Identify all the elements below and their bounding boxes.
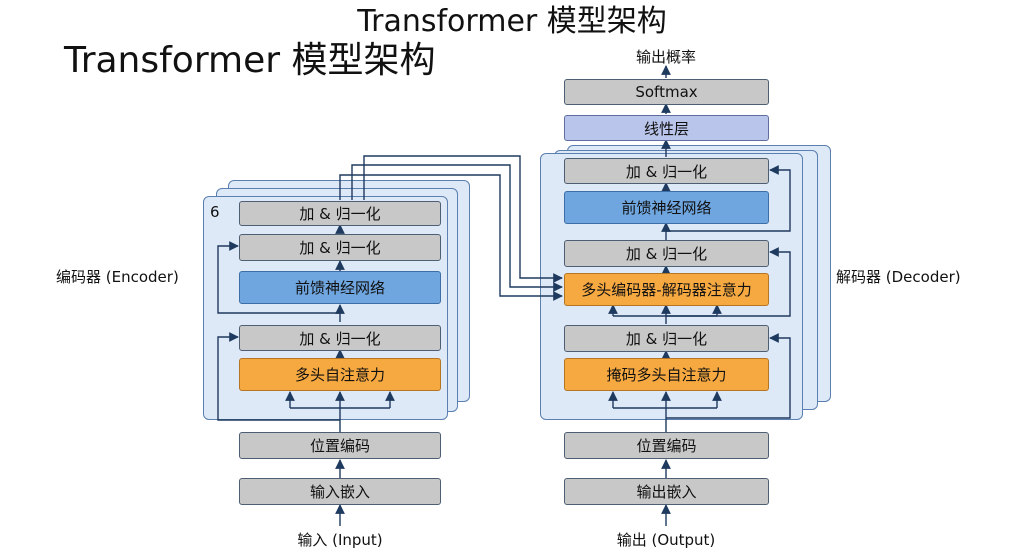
encoder-feed-forward-network: 前馈神经网络 (239, 271, 441, 304)
decoder-output-label: 输出 (Output) (616, 531, 716, 549)
encoder-add-norm-ffn: 加 & 归一化 (239, 234, 441, 261)
decoder-add-norm-top: 加 & 归一化 (564, 158, 769, 184)
encoder-positional-encoding: 位置编码 (239, 432, 441, 459)
decoder-softmax: Softmax (564, 79, 769, 105)
encoder-add-norm-top: 加 & 归一化 (239, 201, 441, 226)
encoder-side-label: 编码器 (Encoder) (56, 268, 179, 286)
encoder-add-norm-attention: 加 & 归一化 (239, 325, 441, 351)
encoder-input-label: 输入 (Input) (297, 531, 383, 549)
encoder-multi-head-self-attention: 多头自注意力 (239, 358, 441, 391)
decoder-feed-forward-network: 前馈神经网络 (564, 191, 769, 224)
diagram-title-main: Transformer 模型架构 (64, 40, 436, 81)
encoder-layer-count: 6 (210, 203, 220, 221)
encoder-input-embedding: 输入嵌入 (239, 478, 441, 505)
decoder-cross-attention: 多头编码器-解码器注意力 (564, 273, 769, 306)
decoder-linear-layer: 线性层 (564, 115, 769, 141)
decoder-side-label: 解码器 (Decoder) (836, 268, 961, 286)
decoder-add-norm-masked: 加 & 归一化 (564, 325, 769, 352)
decoder-masked-self-attention: 掩码多头自注意力 (564, 358, 769, 391)
decoder-positional-encoding: 位置编码 (564, 432, 769, 459)
diagram-title-top: Transformer 模型架构 (357, 4, 667, 39)
decoder-output-probabilities: 输出概率 (635, 48, 696, 66)
decoder-output-embedding: 输出嵌入 (564, 478, 769, 505)
decoder-add-norm-cross: 加 & 归一化 (564, 240, 769, 267)
